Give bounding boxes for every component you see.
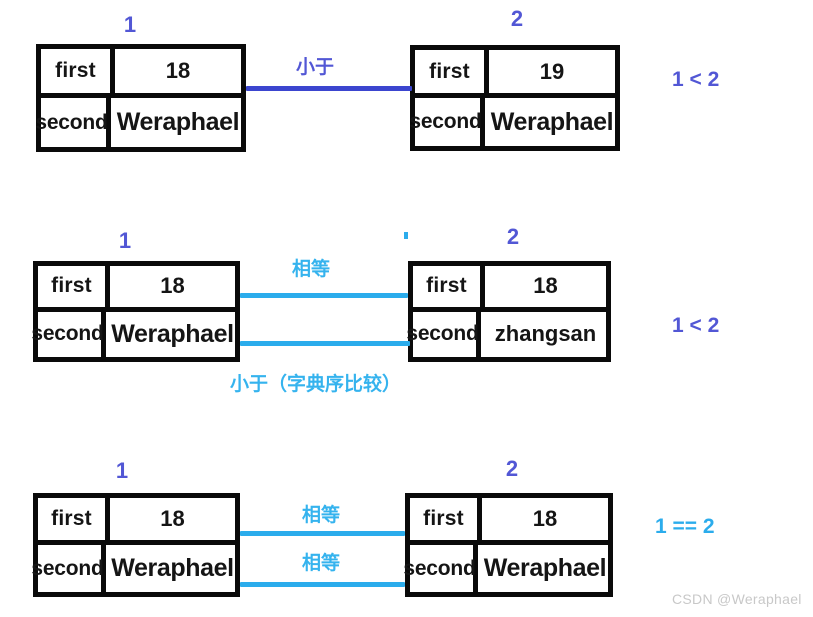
row-2-left-index-label: 1: [118, 228, 132, 253]
row-3-right-second-row: second Weraphael: [403, 545, 608, 592]
row-1-right-first-value: 19: [539, 58, 565, 84]
row-1-left-second-key: second: [35, 98, 111, 147]
row-1-left-pair-box: first 18 second Weraphael: [35, 44, 246, 152]
row-2-right-second-value: zhangsan: [494, 321, 597, 347]
row-2-left-first-key: first: [38, 266, 110, 307]
row-1-left-first-key: first: [41, 49, 115, 93]
row-3-right-pair-box: first 18 second Weraphael: [403, 493, 613, 597]
row-2-second-connector: [240, 341, 410, 346]
row-2-right-first-key: first: [413, 266, 485, 307]
row-1-left-index-label: 1: [123, 12, 137, 37]
row-1-first-connector: [246, 86, 412, 91]
row-2-right-second-key: second: [406, 311, 481, 357]
row-3-right-first-value: 18: [532, 506, 558, 531]
row-2-left-second-key: second: [31, 311, 106, 357]
row-2-left-second-value: Weraphael: [111, 319, 234, 348]
row-3-right-first-key: first: [410, 498, 482, 540]
row-3-left-first-row: first 18: [38, 498, 235, 545]
row-2-left-second-row: second Weraphael: [31, 311, 235, 357]
row-2-right-second-row: second zhangsan: [406, 311, 606, 357]
row-3-left-pair-box: first 18 second Weraphael: [31, 493, 240, 597]
row-3-right-first-row: first 18: [410, 498, 608, 545]
row-2-left-first-value: 18: [160, 273, 185, 299]
row-1-right-index-label: 2: [510, 6, 524, 31]
row-1-right-second-row: second Weraphael: [409, 98, 615, 146]
row-1-left-second-row: second Weraphael: [35, 98, 241, 147]
row-1-right-second-value: Weraphael: [490, 107, 614, 136]
row-2-right-pair-box: first 18 second zhangsan: [406, 261, 611, 362]
row-3-first-connector: [240, 531, 405, 536]
row-1-left-first-value: 18: [165, 58, 191, 83]
row-1-right-second-key: second: [409, 98, 485, 146]
row-2-left-first-row: first 18: [38, 266, 235, 312]
row-3-first-edge-label: 相等: [302, 505, 341, 526]
row-3-right-index-label: 2: [505, 456, 519, 481]
csdn-watermark: CSDN @Weraphael: [672, 591, 802, 607]
row-3-second-connector: [240, 582, 405, 587]
row-2-result: 1 < 2: [672, 314, 720, 337]
stray-dot-artifact-row-2: [404, 232, 408, 239]
row-2-first-connector: [240, 293, 408, 298]
row-1-left-second-value: Weraphael: [116, 108, 240, 136]
row-1-right-first-row: first 19: [415, 50, 615, 98]
row-3-left-second-value: Weraphael: [111, 554, 234, 582]
row-3-left-index-label: 1: [115, 458, 129, 483]
row-2-right-index-label: 2: [506, 224, 520, 249]
row-3-right-second-key: second: [403, 545, 478, 592]
row-3-right-second-value: Weraphael: [483, 554, 607, 582]
row-3-left-second-row: second Weraphael: [31, 545, 235, 592]
row-3-second-edge-label: 相等: [302, 553, 341, 574]
row-2-second-edge-label: 小于（字典序比较）: [230, 374, 402, 395]
row-3-left-second-key: second: [31, 545, 106, 592]
row-1-result: 1 < 2: [672, 68, 720, 91]
row-1-right-first-key: first: [415, 50, 489, 93]
row-3-result: 1 == 2: [655, 515, 715, 538]
row-2-right-first-row: first 18: [413, 266, 606, 312]
row-1-left-first-row: first 18: [41, 49, 241, 98]
row-2-left-pair-box: first 18 second Weraphael: [31, 261, 240, 362]
row-2-right-first-value: 18: [533, 273, 558, 299]
row-3-left-first-value: 18: [160, 506, 185, 531]
row-2-first-edge-label: 相等: [292, 259, 331, 280]
row-1-first-edge-label: 小于: [296, 57, 335, 78]
row-3-left-first-key: first: [38, 498, 110, 540]
row-1-right-pair-box: first 19 second Weraphael: [409, 45, 620, 151]
